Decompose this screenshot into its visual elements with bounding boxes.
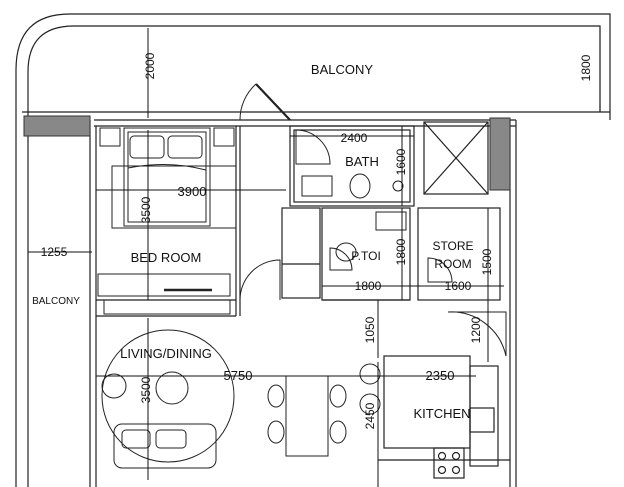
dining-chair-1	[267, 384, 285, 408]
nightstand-left	[99, 127, 121, 147]
wc-bath	[349, 173, 371, 199]
shaft	[423, 121, 489, 195]
dining-chair-3	[329, 384, 347, 408]
dim-store-depth: 1500	[480, 248, 494, 275]
sofa	[113, 423, 217, 469]
shower-head	[392, 180, 404, 192]
cushion-1	[121, 429, 151, 449]
shaft-cross-2	[423, 121, 489, 195]
lounge-chair	[101, 373, 127, 399]
label-living: LIVING/DINING	[120, 346, 212, 361]
dim-kitchen-width: 2350	[426, 368, 455, 383]
label-balcony-top: BALCONY	[311, 62, 373, 77]
tv-unit	[97, 273, 231, 297]
dining-chair-2	[267, 420, 285, 444]
wardrobe	[281, 207, 321, 299]
hob	[433, 447, 465, 479]
burner-3	[437, 465, 447, 475]
dim-ptoi-depth: 1800	[394, 238, 408, 265]
sink-unit	[469, 407, 495, 433]
label-ptoi: P.TOI	[351, 249, 381, 263]
dim-passage: 1050	[363, 316, 377, 343]
dining-chair-4	[329, 420, 347, 444]
entry-door-swing	[447, 311, 507, 357]
bar-stool-1	[359, 363, 381, 385]
bar-stool-2	[359, 393, 381, 415]
dim-living-depth: 3500	[139, 376, 153, 403]
wall-block-right	[489, 117, 511, 191]
cushion-2	[155, 429, 187, 449]
balcony-door	[255, 83, 291, 121]
burner-2	[451, 451, 461, 461]
dim-bed-depth: 3500	[139, 196, 153, 223]
dim-entry: 1200	[469, 316, 483, 343]
bed	[123, 127, 211, 227]
nightstand-right	[213, 127, 235, 147]
bath-door-swing	[295, 129, 331, 165]
bath-walls	[289, 125, 415, 207]
rug	[111, 165, 237, 229]
pillow-right	[167, 135, 203, 159]
outer-wall-line	[15, 13, 611, 487]
dim-kitchen-depth: 2450	[363, 402, 377, 429]
dim-balcony-right: 1800	[579, 54, 593, 81]
ptoi-basin	[375, 211, 407, 231]
wall-block-left	[23, 115, 91, 137]
bath-walls-inner	[293, 129, 411, 203]
wc-ptoi	[335, 242, 357, 262]
bedroom-door-swing	[239, 259, 281, 301]
burner-1	[437, 451, 447, 461]
living-rug	[101, 329, 235, 463]
store-door-swing	[427, 257, 453, 283]
dim-bed-width: 3900	[178, 184, 207, 199]
dim-ptoi-width: 1800	[355, 279, 382, 293]
dim-bath-width: 2400	[341, 131, 368, 145]
label-store-2: ROOM	[434, 257, 471, 271]
ptoi-door-swing	[329, 247, 353, 271]
dim-left-balcony: 1255	[41, 245, 68, 259]
store-walls	[417, 207, 501, 301]
vanity	[301, 175, 333, 197]
burner-4	[451, 465, 461, 475]
dim-balcony-depth: 2000	[143, 52, 157, 79]
label-bath: BATH	[345, 154, 379, 169]
label-kitchen: KITCHEN	[413, 406, 470, 421]
dim-living-width: 5750	[224, 368, 253, 383]
dim-store-width: 1600	[445, 279, 472, 293]
dining-table	[285, 375, 329, 457]
coffee-table	[155, 371, 189, 405]
pillow-left	[129, 135, 165, 159]
label-store-1: STORE	[432, 239, 473, 253]
study-desk	[103, 299, 231, 315]
label-bedroom: BED ROOM	[131, 250, 202, 265]
dim-bath-depth: 1600	[394, 148, 408, 175]
balcony-door-swing	[239, 83, 257, 121]
outer-wall-line-inner	[27, 25, 601, 487]
label-balcony-left: BALCONY	[32, 296, 80, 307]
